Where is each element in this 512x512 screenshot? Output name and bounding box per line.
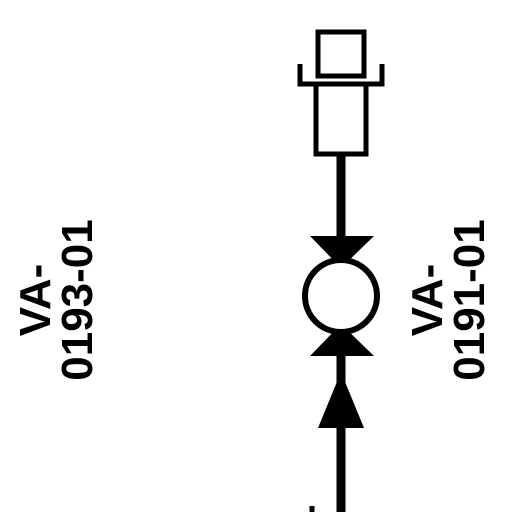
right-tag-line1: VA- <box>403 264 452 337</box>
left-tag-line1: VA- <box>11 264 60 337</box>
flow-arrow-up-icon <box>318 372 364 428</box>
actuator-box-icon <box>297 29 385 157</box>
right-valve-tag: VA- 0191-01 <box>403 219 494 380</box>
left-valve-tag: VA- 0193-01 <box>11 219 102 380</box>
ball-valve-icon <box>302 236 380 356</box>
left-tag-line2: 0193-01 <box>53 219 102 380</box>
right-tag-line2: 0191-01 <box>445 219 494 380</box>
